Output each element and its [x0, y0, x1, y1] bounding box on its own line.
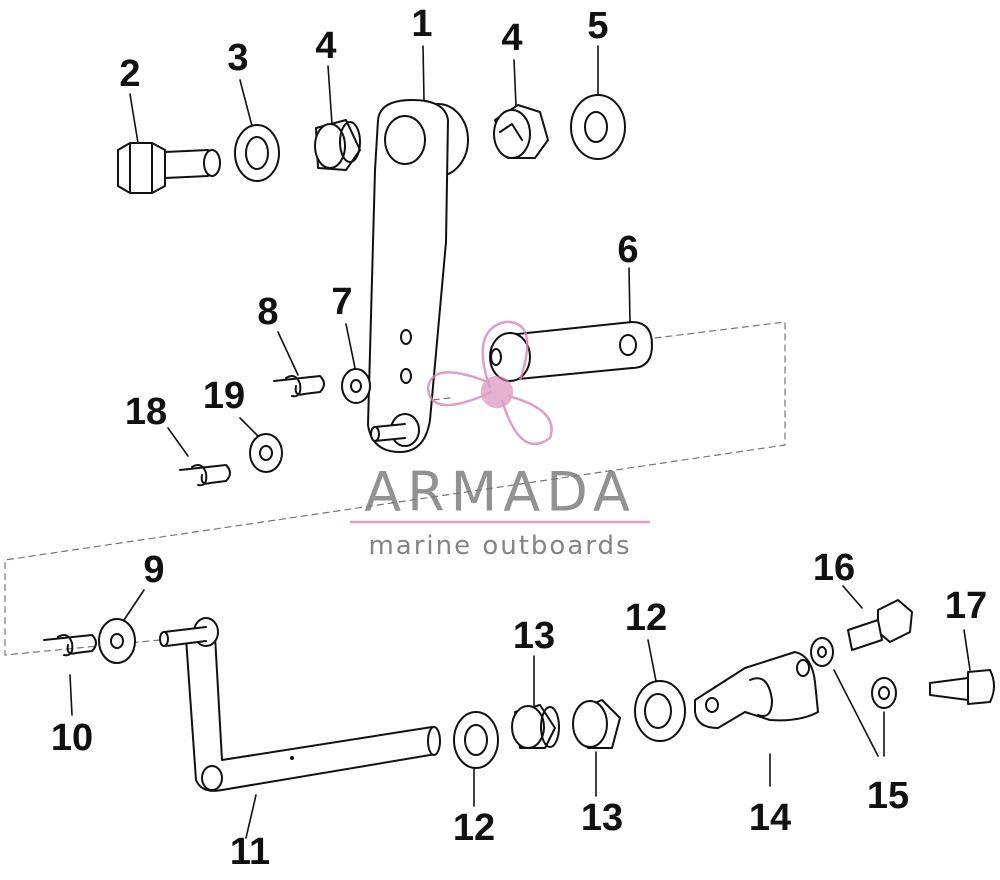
leader-lines	[69, 45, 971, 839]
callout-13-upper: 13	[512, 615, 556, 657]
washer-part-5	[570, 94, 626, 160]
stud-part-17	[929, 669, 995, 705]
bushing-part-13-right	[572, 699, 621, 749]
washer-part-12-lower	[453, 711, 499, 769]
washer-part-19	[249, 433, 283, 473]
callout-9: 9	[143, 549, 165, 591]
callout-1: 1	[411, 3, 433, 45]
callout-5: 5	[587, 5, 609, 47]
cotter-clip-part-8	[273, 375, 325, 398]
bolt-part-16	[847, 599, 913, 651]
callout-12-upper: 12	[624, 597, 668, 639]
cotter-clip-part-10	[43, 634, 97, 657]
washer-part-3	[234, 124, 280, 182]
bushing-part-4-right	[493, 104, 549, 159]
callout-14: 14	[748, 797, 792, 839]
callout-12-lower: 12	[452, 807, 496, 849]
callout-4-right: 4	[501, 17, 523, 59]
callout-2: 2	[119, 53, 141, 95]
callout-17: 17	[944, 585, 988, 627]
washer-part-15	[871, 677, 897, 709]
callout-7: 7	[331, 281, 353, 323]
shaft-lever-part-11	[159, 617, 441, 792]
callout-16: 16	[812, 547, 856, 589]
watermark-brand: ARMADA	[364, 460, 636, 524]
propeller-logo-icon	[426, 320, 553, 446]
washer-part-7	[341, 368, 371, 404]
callout-3: 3	[227, 37, 249, 79]
callout-10: 10	[50, 717, 94, 759]
callout-11: 11	[229, 831, 271, 873]
bushing-part-4-left	[314, 119, 361, 171]
cotter-clip-part-18	[179, 464, 231, 487]
bushing-part-13-left	[511, 704, 560, 749]
callout-8: 8	[257, 291, 279, 333]
washer-part-12-upper	[634, 680, 686, 742]
lever-part-1	[367, 99, 469, 453]
callout-4-left: 4	[315, 25, 337, 67]
callout-19: 19	[202, 375, 246, 417]
callout-18: 18	[124, 391, 168, 433]
lock-washer-part-15	[810, 637, 834, 667]
callout-13-lower: 13	[580, 797, 624, 839]
washer-part-9	[98, 618, 136, 664]
bolt-part-2	[117, 142, 221, 194]
watermark-tagline: marine outboards	[368, 531, 632, 561]
callout-6: 6	[617, 229, 639, 271]
link-part-6	[489, 321, 653, 382]
bracket-part-14	[694, 651, 819, 729]
callout-15: 15	[866, 775, 910, 817]
